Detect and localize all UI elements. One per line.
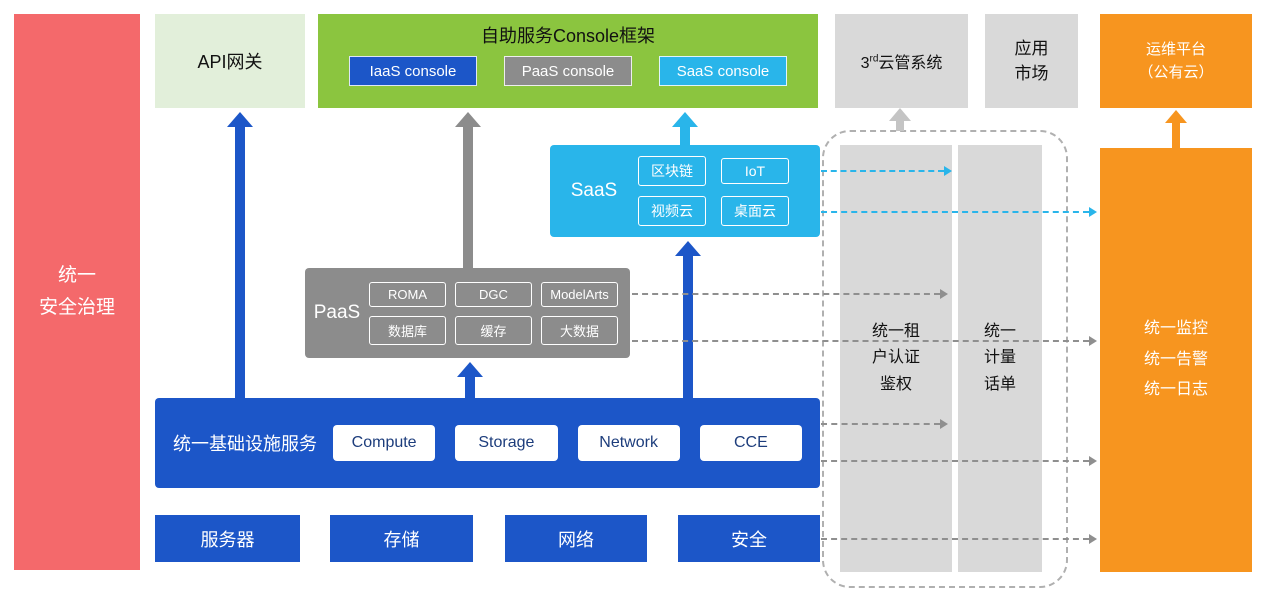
- paas-item-cache: 缓存: [455, 315, 532, 345]
- line-saas-to-tenant-auth: [821, 166, 952, 176]
- om-platform-label: 运维平台 （公有云）: [1138, 40, 1214, 81]
- monitoring-bar: 统一监控 统一告警 统一日志: [1100, 148, 1252, 572]
- console-row: IaaS console PaaS console SaaS console: [318, 56, 818, 86]
- resource-network-box: 网络: [505, 515, 647, 562]
- paas-label: PaaS: [313, 302, 361, 323]
- paas-console-chip: PaaS console: [504, 56, 632, 86]
- resource-storage-box: 存储: [330, 515, 473, 562]
- iaas-console-chip: IaaS console: [349, 56, 477, 86]
- arrow-saas-to-console: [672, 112, 698, 145]
- arrow-monitor-to-om-platform: [1165, 110, 1187, 148]
- line-infra-to-metering: [821, 419, 948, 429]
- infrastructure-row: Compute Storage Network CCE: [333, 425, 820, 461]
- infra-item-cce: CCE: [699, 425, 802, 461]
- app-market-box: 应用 市场: [985, 14, 1078, 108]
- arrow-paas-to-console: [455, 112, 481, 268]
- infrastructure-box: 统一基础设施服务 Compute Storage Network CCE: [155, 398, 820, 488]
- resource-security-box: 安全: [678, 515, 820, 562]
- saas-item-iot: IoT: [721, 158, 789, 184]
- metering-label: 统一 计量 话单: [983, 322, 1016, 393]
- console-framework-title: 自助服务Console框架: [480, 26, 656, 46]
- paas-grid: ROMA DGC ModelArts 数据库 缓存 大数据: [369, 281, 618, 345]
- line-paas-to-monitoring: [632, 336, 1097, 346]
- paas-item-dgc: DGC: [455, 281, 532, 307]
- line-infra-to-monitoring: [821, 456, 1097, 466]
- om-platform-box: 运维平台 （公有云）: [1100, 14, 1252, 108]
- paas-item-bigdata: 大数据: [541, 315, 618, 345]
- paas-item-database: 数据库: [369, 315, 446, 345]
- arrow-infra-to-saas: [675, 241, 701, 398]
- saas-item-desktopcloud: 桌面云: [721, 196, 789, 226]
- line-paas-to-metering: [632, 289, 948, 299]
- infrastructure-label: 统一基础设施服务: [173, 434, 317, 454]
- security-governance-label: 统一 安全治理: [38, 264, 115, 318]
- arrow-container-to-third-party: [889, 108, 911, 131]
- paas-item-roma: ROMA: [369, 281, 446, 307]
- paas-box: PaaS ROMA DGC ModelArts 数据库 缓存 大数据: [305, 268, 630, 358]
- metering-bar: 统一 计量 话单: [958, 145, 1042, 572]
- saas-grid: 区块链 IoT 视频云 桌面云: [638, 156, 789, 226]
- paas-item-modelarts: ModelArts: [541, 281, 618, 307]
- saas-console-chip: SaaS console: [659, 56, 787, 86]
- third-party-cloud-label: 3rd云管系统: [860, 53, 943, 72]
- console-framework-box: 自助服务Console框架 IaaS console PaaS console …: [318, 14, 818, 108]
- saas-label: SaaS: [570, 180, 618, 201]
- saas-item-blockchain: 区块链: [638, 156, 706, 186]
- tenant-auth-bar: 统一租 户认证 鉴权: [840, 145, 952, 572]
- api-gateway-label: API网关: [197, 52, 263, 72]
- monitoring-label: 统一监控 统一告警 统一日志: [1143, 320, 1208, 399]
- third-party-cloud-box: 3rd云管系统: [835, 14, 968, 108]
- api-gateway-box: API网关: [155, 14, 305, 108]
- resource-server-box: 服务器: [155, 515, 300, 562]
- app-market-label: 应用 市场: [1014, 38, 1049, 84]
- infra-item-network: Network: [577, 425, 680, 461]
- saas-box: SaaS 区块链 IoT 视频云 桌面云: [550, 145, 820, 237]
- arrow-infra-to-paas: [457, 362, 483, 398]
- line-security-to-monitoring: [821, 534, 1097, 544]
- tenant-services-dashed-container: [822, 130, 1068, 588]
- infra-item-compute: Compute: [333, 425, 436, 461]
- line-saas-to-monitoring: [821, 207, 1097, 217]
- infra-item-storage: Storage: [455, 425, 558, 461]
- arrow-infra-to-api-gateway: [227, 112, 253, 398]
- saas-item-videocloud: 视频云: [638, 196, 706, 226]
- tenant-auth-label: 统一租 户认证 鉴权: [871, 322, 920, 393]
- security-governance-bar: 统一 安全治理: [14, 14, 140, 570]
